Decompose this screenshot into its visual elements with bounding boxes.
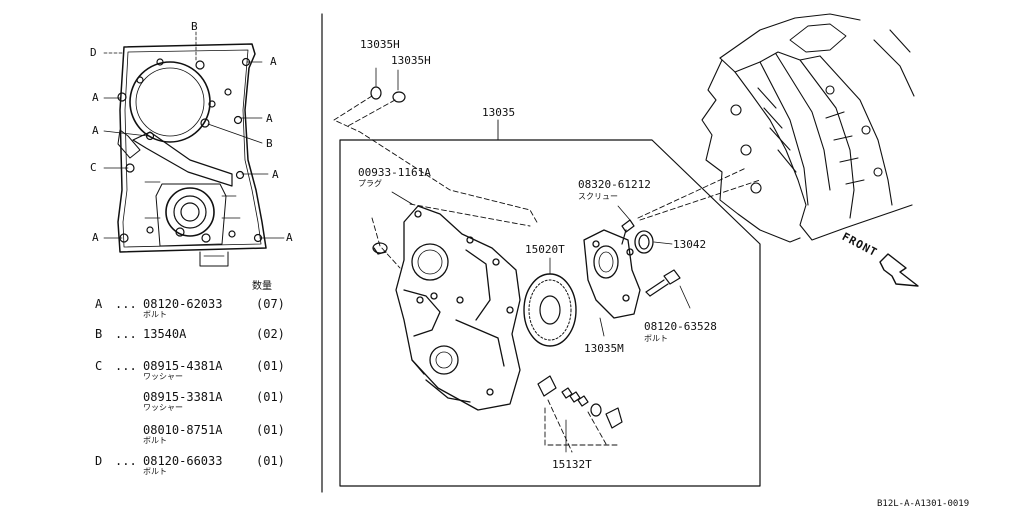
overview-letter-d: D [90,46,97,59]
legend-row-3-qty: (01) [256,359,285,373]
plug-part [373,192,412,254]
callout-00933: 00933-1161A [358,166,431,179]
overview-letter-a-rt2: A [266,112,273,125]
legend-row-4-qty: (01) [256,390,285,404]
callout-00933-sub: プラグ [358,179,382,188]
overview-letter-b-top: B [191,20,198,33]
overview-letter-a-rt1: A [270,55,277,68]
legend-row-6-dots: ... [115,454,137,468]
legend-row-3-sub: ワッシャー [143,372,183,381]
callout-08120-63528-sub: ボルト [644,334,668,343]
rotor-gear-part [524,258,576,346]
legend-row-5-part: 08010-8751A [143,423,223,437]
callout-15020t: 15020T [525,243,565,256]
legend-row-4-sub: ワッシャー [143,403,183,412]
overview-letter-a-lt3: A [92,231,99,244]
assembly-box [340,120,760,486]
relief-valve-parts [538,376,622,452]
legend-row-1-dots: ... [115,297,137,311]
legend-row-3-part: 08915-4381A [143,359,223,373]
front-arrow [880,254,918,286]
overview-letter-a-rt4: A [286,231,293,244]
legend-row-1-part: 08120-62033 [143,297,223,311]
overview-letter-a-lt2: A [92,124,99,137]
screw-part [618,206,634,244]
overview-letter-a-lt1: A [92,91,99,104]
timing-cover-overview [104,32,284,266]
qty-header: 数量 [252,281,272,292]
oil-seal-part [635,231,672,253]
legend-row-2-letter: B [95,327,103,341]
overview-letter-c: C [90,161,97,174]
overview-letter-a-rt3: A [272,168,279,181]
callout-13035: 13035 [482,106,516,119]
engine-block-outline [702,14,914,242]
callout-13035m: 13035M [584,342,624,355]
timing-cover-part [396,206,520,410]
legend-row-2-dots: ... [115,327,137,341]
callout-08120-63528: 08120-63528 [644,320,717,333]
callout-13035h-1: 13035H [360,38,400,51]
legend-row-2-part: 13540A [143,327,187,341]
callout-13042: 13042 [673,238,707,251]
callout-13035h-2: 13035H [391,54,431,67]
legend-row-5-qty: (01) [256,423,285,437]
legend-row-1-letter: A [95,297,103,311]
legend-row-6-qty: (01) [256,454,285,468]
legend-row-2-qty: (02) [256,327,285,341]
o-ring-parts [371,68,405,102]
callout-15132t: 15132T [552,458,592,471]
bolt-part [646,270,690,308]
legend-row-1-sub: ボルト [143,310,167,319]
dashed-connectors [334,96,760,452]
legend-row-1-qty: (07) [256,297,285,311]
legend-row-5-sub: ボルト [143,436,167,445]
callout-08320-sub: スクリュー [578,192,618,201]
legend-row-3-letter: C [95,359,103,373]
legend-row-6-part: 08120-66033 [143,454,223,468]
callout-08320: 08320-61212 [578,178,651,191]
pump-cover-part [584,230,640,336]
legend-row-6-sub: ボルト [143,467,167,476]
reference-code: B12L-A-A1301-0019 [877,499,970,509]
legend-row-6-letter: D [95,454,103,468]
legend-row-3-dots: ... [115,359,137,373]
legend-row-4-part: 08915-3381A [143,390,223,404]
overview-letter-b-right: B [266,137,273,150]
